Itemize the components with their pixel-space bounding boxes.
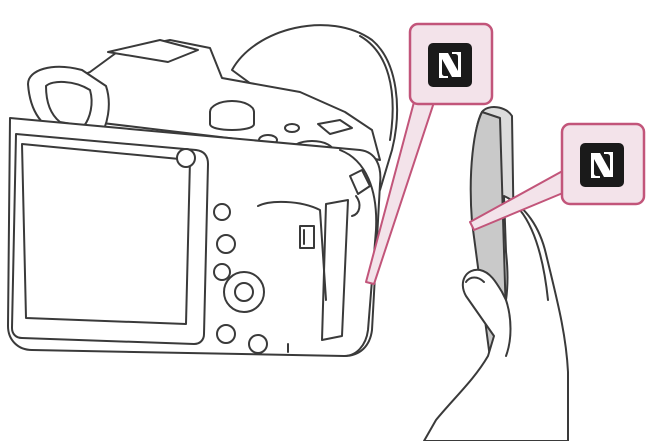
camera-button [217,235,235,253]
hand-with-smartphone [424,107,568,441]
camera-button [177,149,195,167]
camera-center-button [235,283,253,301]
camera-button [249,335,267,353]
camera-button [214,264,230,280]
camera-button [214,204,230,220]
nfc-n-mark-icon [580,143,624,187]
camera-lcd-screen [22,144,190,324]
camera [8,25,397,356]
camera-button [217,325,235,343]
nfc-n-mark-icon [428,43,472,87]
